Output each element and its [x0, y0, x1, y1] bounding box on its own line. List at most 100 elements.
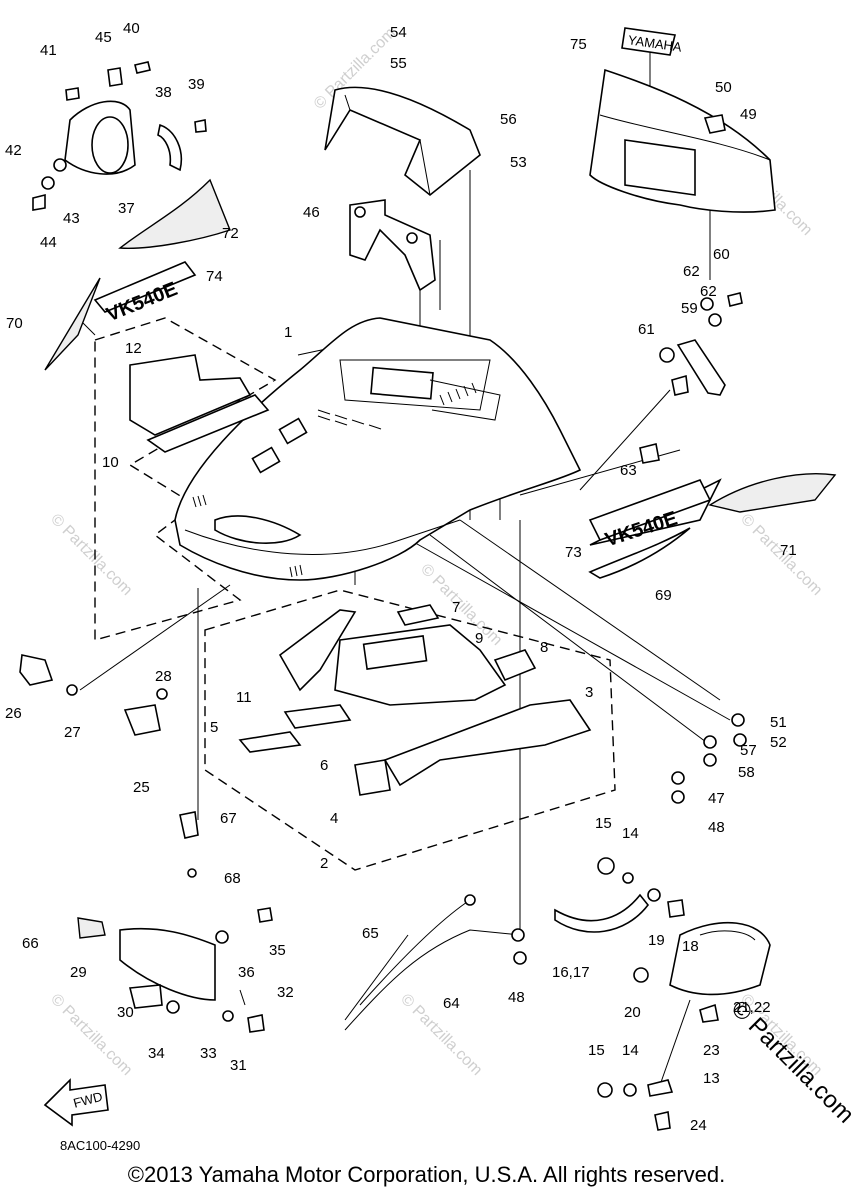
callout-label: 14: [622, 825, 639, 842]
callout-label: 71: [780, 542, 797, 559]
callout-label: 51: [770, 714, 787, 731]
callout-label: 10: [102, 454, 119, 471]
callout-label: 58: [738, 764, 755, 781]
copyright-notice: ©2013 Yamaha Motor Corporation, U.S.A. A…: [127, 1162, 726, 1187]
windshield-part-53: [324, 86, 481, 197]
callout-label: 36: [238, 964, 255, 981]
outline-liners: [204, 589, 616, 871]
callout-label: 75: [570, 36, 587, 53]
brand-mark: © Partzilla.com: [726, 995, 853, 1128]
callout-label: 52: [770, 734, 787, 751]
callout-label: 60: [713, 246, 730, 263]
callout-label: 40: [123, 20, 140, 37]
cable-parts: [344, 894, 525, 1031]
lower-right-assembly: [554, 857, 771, 1131]
callout-label: 48: [508, 989, 525, 1006]
callout-label: 69: [655, 587, 672, 604]
callout-label: 20: [624, 1004, 641, 1021]
callout-label: 7: [452, 599, 460, 616]
callout-label: 9: [475, 630, 483, 647]
callout-label: 5: [210, 719, 218, 736]
callout-label: 15: [595, 815, 612, 832]
callout-label: 49: [740, 106, 757, 123]
watermark-3: © Partzilla.com: [47, 511, 135, 599]
callout-label: 68: [224, 870, 241, 887]
callout-label: 72: [222, 225, 239, 242]
callout-label: 4: [330, 810, 338, 827]
callout-label: 64: [443, 995, 460, 1012]
callout-label: 65: [362, 925, 379, 942]
callout-label: 73: [565, 544, 582, 561]
callout-label: 32: [277, 984, 294, 1001]
emblem-text: YAMAHA: [627, 32, 683, 54]
callout-label: 50: [715, 79, 732, 96]
callout-label: 46: [303, 204, 320, 221]
callout-label: 3: [585, 684, 593, 701]
rear-cover-part-49: YAMAHA: [589, 27, 776, 213]
callout-label: 44: [40, 234, 57, 251]
callout-label: 56: [500, 111, 517, 128]
callout-label: 39: [188, 76, 205, 93]
lower-left-assembly: [77, 907, 273, 1033]
callout-label: 6: [320, 757, 328, 774]
callout-label: 48: [708, 819, 725, 836]
callout-label: 55: [390, 55, 407, 72]
callout-label: 15: [588, 1042, 605, 1059]
callout-label: 2: [320, 855, 328, 872]
callout-label: 53: [510, 154, 527, 171]
callout-label: 38: [155, 84, 172, 101]
fwd-label: FWD: [72, 1089, 104, 1111]
callout-label: 27: [64, 724, 81, 741]
callout-label: 24: [690, 1117, 707, 1134]
part-code: 8AC100-4290: [60, 1138, 140, 1153]
callout-label: 70: [6, 315, 23, 332]
outline-upper-left: [94, 317, 277, 641]
callout-label: 18: [682, 938, 699, 955]
callout-label: 63: [620, 462, 637, 479]
brackets-left: [19, 654, 199, 878]
callout-label: 31: [230, 1057, 247, 1074]
callout-label: 11: [236, 689, 252, 706]
callout-label: 57: [740, 742, 757, 759]
callout-label: 41: [40, 42, 57, 59]
group-outlines: [94, 317, 616, 871]
callout-label: 62: [700, 283, 717, 300]
callout-label: 23: [703, 1042, 720, 1059]
callout-label: 45: [95, 29, 112, 46]
callout-label: 12: [125, 340, 142, 357]
callout-label: 42: [5, 142, 22, 159]
bracket-part-46: [349, 199, 436, 292]
liner-parts: [129, 354, 592, 796]
callout-label: 14: [622, 1042, 639, 1059]
callout-label: 13: [703, 1070, 720, 1087]
callout-label: 16,17: [552, 964, 590, 981]
callout-label: 25: [133, 779, 150, 796]
watermark-7: © Partzilla.com: [397, 991, 485, 1079]
fwd-arrow-icon: FWD: [43, 1078, 109, 1127]
callout-label: 34: [148, 1045, 165, 1062]
callout-label: 8: [540, 639, 548, 656]
callout-label: 62: [683, 263, 700, 280]
callout-label: 33: [200, 1045, 217, 1062]
callout-label: 61: [638, 321, 655, 338]
callout-label: 74: [206, 268, 223, 285]
callout-label: 19: [648, 932, 665, 949]
callout-label: 67: [220, 810, 237, 827]
callout-label: 37: [118, 200, 135, 217]
callout-label: 59: [681, 300, 698, 317]
callout-label: 47: [708, 790, 725, 807]
side-bracket-parts: [639, 292, 743, 464]
callout-label: 66: [22, 935, 39, 952]
hardware-right: [513, 713, 747, 965]
hood-part-1: [174, 317, 582, 581]
callout-label: 43: [63, 210, 80, 227]
callout-label: 35: [269, 942, 286, 959]
callout-label: 30: [117, 1004, 134, 1021]
callout-label: 54: [390, 24, 407, 41]
duct-part-37: [32, 61, 207, 211]
callout-label: 26: [5, 705, 22, 722]
callout-label: 29: [70, 964, 87, 981]
callout-label: 28: [155, 668, 172, 685]
